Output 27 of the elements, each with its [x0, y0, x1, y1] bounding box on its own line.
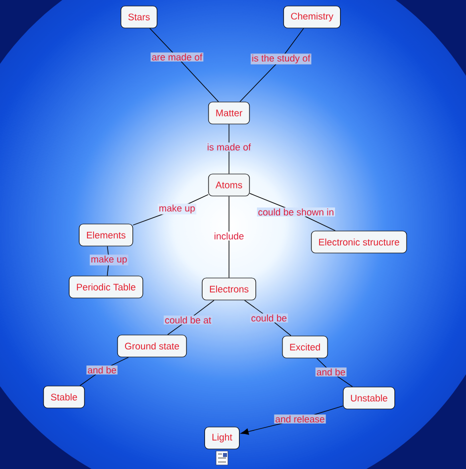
edge-label: and be — [315, 368, 347, 376]
edge-label: is the study of — [250, 54, 312, 64]
edge-label: could be at — [164, 316, 212, 324]
concept-box: Light — [204, 426, 240, 450]
concept-box: Elements — [78, 224, 134, 246]
concept-box: Stars — [120, 6, 158, 28]
edge-label: is made of — [206, 142, 252, 152]
concept-box: Ground state — [117, 334, 187, 358]
edge-label: could be shown in — [256, 208, 336, 216]
edge-label: could be — [250, 314, 288, 322]
concept-box: Electrons — [202, 278, 256, 300]
concept-box: Stable — [43, 386, 85, 408]
concept-box: Electronic structure — [311, 230, 407, 254]
edge-label: are made of — [150, 52, 204, 62]
connector-line — [149, 28, 219, 102]
concept-box: Periodic Table — [68, 276, 144, 298]
concept-box: Chemistry — [283, 6, 341, 28]
edge-label: make up — [90, 254, 128, 266]
edge-label: make up — [158, 204, 196, 214]
concept-box: Matter — [208, 102, 250, 124]
edge-label: include — [212, 232, 246, 240]
edge-label: and be — [86, 366, 118, 374]
concept-box: Unstable — [342, 386, 396, 410]
concept-box: Excited — [282, 336, 328, 358]
concept-box: Atoms — [208, 174, 250, 196]
connector-line — [228, 196, 230, 278]
edge-label: and release — [274, 414, 326, 424]
